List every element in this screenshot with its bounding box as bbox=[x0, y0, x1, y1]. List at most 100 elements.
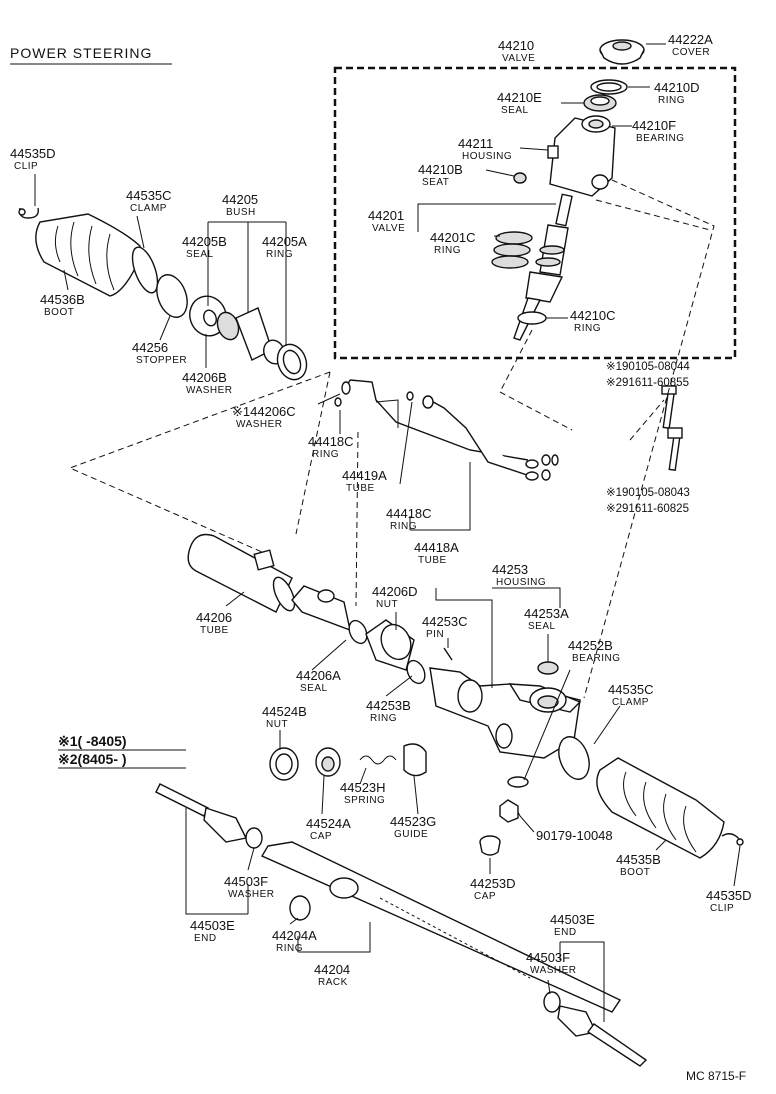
clip-top-part bbox=[18, 207, 39, 219]
part-name: WASHER bbox=[236, 419, 283, 430]
part-name: CLAMP bbox=[130, 203, 167, 214]
part-code: 44535D bbox=[10, 146, 56, 161]
part-name: COVER bbox=[672, 47, 710, 58]
part-code: 44418C bbox=[386, 506, 432, 521]
tube-end-rings bbox=[541, 454, 559, 481]
part-name: RING bbox=[434, 245, 461, 256]
part-code: 44535C bbox=[126, 188, 172, 203]
part-name: RING bbox=[390, 521, 417, 532]
part-name: GUIDE bbox=[394, 829, 428, 840]
part-name: RACK bbox=[318, 977, 348, 988]
connector-dash-7 bbox=[499, 391, 573, 431]
part-name: RING bbox=[276, 943, 303, 954]
part-name: WASHER bbox=[530, 965, 577, 976]
part-code: 44253 bbox=[492, 562, 528, 577]
ring-44210c-part bbox=[517, 311, 547, 325]
part-name: WASHER bbox=[186, 385, 233, 396]
snap-ring-part bbox=[276, 343, 308, 381]
part-code: 44201C bbox=[430, 230, 476, 245]
connector-dash-3 bbox=[355, 431, 359, 607]
spring-part bbox=[359, 755, 397, 765]
part-code: 44256 bbox=[132, 340, 168, 355]
part-name: END bbox=[554, 927, 577, 938]
part-code: 44211 bbox=[458, 136, 493, 151]
note-1-range: ( -8405) bbox=[78, 733, 127, 749]
boot-left-part bbox=[35, 213, 141, 297]
part-code: 44418A bbox=[414, 540, 459, 555]
nut-90179-part bbox=[499, 799, 519, 823]
part-name: VALVE bbox=[372, 223, 405, 234]
connector-dash-1 bbox=[68, 371, 331, 553]
valve-44201-part bbox=[513, 193, 573, 341]
bolt-lower-part bbox=[667, 427, 683, 472]
bolt-ref-bolt-2a: ※190105-08043 bbox=[606, 487, 690, 499]
part-code: 44210E bbox=[497, 90, 542, 105]
tie-rod-right-part bbox=[543, 991, 648, 1067]
part-name: BEARING bbox=[636, 133, 685, 144]
part-name: SEAL bbox=[501, 105, 529, 116]
nut-44524b-part bbox=[269, 747, 299, 781]
ring-44201c-part bbox=[491, 231, 533, 269]
part-code: 44204 bbox=[314, 962, 350, 977]
notes-legend: ※1( -8405) ※2(8405- ) bbox=[58, 733, 186, 769]
part-name: CAP bbox=[474, 891, 496, 902]
part-name: NUT bbox=[266, 719, 288, 730]
part-name: NUT bbox=[376, 599, 398, 610]
inner-tube-part bbox=[291, 585, 351, 632]
rack-part bbox=[260, 841, 622, 1013]
bolt-refs-layer: ※190105-08044※291611-60855※190105-08043※… bbox=[606, 361, 690, 515]
seal-44210e-part bbox=[583, 94, 617, 112]
ring-44253b-part bbox=[406, 659, 426, 685]
part-name: BOOT bbox=[620, 867, 650, 878]
part-code: 44418C bbox=[308, 434, 354, 449]
part-code: 44210C bbox=[570, 308, 616, 323]
part-name: TUBE bbox=[200, 625, 229, 636]
part-code: 44210F bbox=[632, 118, 676, 133]
part-code: 44503E bbox=[190, 918, 235, 933]
part-code: 44524B bbox=[262, 704, 307, 719]
cap-44253d-part bbox=[479, 835, 501, 856]
part-code: 44253D bbox=[470, 876, 516, 891]
valve-assembly-box bbox=[333, 66, 737, 360]
part-code: 44503F bbox=[224, 874, 268, 889]
part-code: 44535B bbox=[616, 852, 661, 867]
part-name: VALVE bbox=[502, 53, 535, 64]
bearing-44252b-part bbox=[507, 776, 529, 788]
tie-rod-left-part bbox=[155, 783, 263, 849]
guide-part bbox=[403, 743, 427, 777]
ring-44204a-part bbox=[289, 895, 311, 921]
note-2-mark: ※2 bbox=[58, 751, 78, 767]
part-code: 44201 bbox=[368, 208, 404, 223]
labels-layer: 44222ACOVER44210VALVE44210DRING44210ESEA… bbox=[10, 32, 752, 988]
ring-44418c-part bbox=[334, 391, 414, 407]
part-name: CLIP bbox=[14, 161, 38, 172]
ring-44210d-part bbox=[590, 79, 628, 95]
part-name: PIN bbox=[426, 629, 444, 640]
gear-housing-part bbox=[429, 667, 582, 759]
bolt-ref-bolt-1b: ※291611-60855 bbox=[606, 377, 689, 389]
part-code: 44206D bbox=[372, 584, 418, 599]
part-name: TUBE bbox=[418, 555, 447, 566]
part-name: HOUSING bbox=[496, 577, 546, 588]
sleeve-part bbox=[253, 549, 275, 571]
